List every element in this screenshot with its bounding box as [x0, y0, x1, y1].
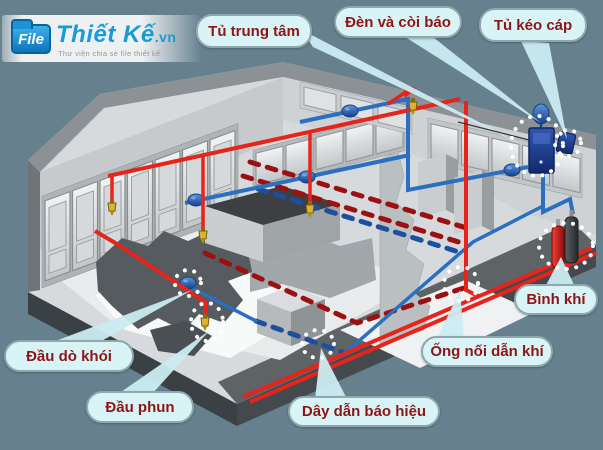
alarm-light-siren	[532, 103, 550, 130]
control-cabinet	[528, 127, 555, 174]
logo-tld-text: .vn	[154, 29, 177, 45]
red-pipe-network	[93, 90, 597, 404]
label-spray-nozzle: Đầu phun	[86, 391, 194, 423]
highlight-circles	[173, 114, 595, 360]
label-gas-cylinder-text: Bình khí	[526, 291, 586, 308]
label-alarm-light-siren-text: Đèn và còi báo	[345, 13, 451, 31]
label-smoke-detector: Đầu dò khói	[4, 340, 134, 372]
label-signal-wire: Dây dẫn báo hiệu	[288, 396, 440, 427]
logo-folder-icon: File	[11, 19, 51, 54]
signal-wires	[188, 159, 545, 356]
label-central-cabinet-text: Tủ trung tâm	[208, 22, 300, 40]
label-cable-pull-cabinet-text: Tủ kéo cáp	[493, 16, 573, 34]
label-smoke-detector-text: Đầu dò khói	[26, 347, 112, 365]
logo-tagline: Thư viện chia sẻ file thiết kế	[58, 49, 161, 58]
label-cable-pull-cabinet: Tủ kéo cáp	[479, 8, 587, 42]
label-signal-wire-text: Dây dẫn báo hiệu	[301, 403, 427, 420]
label-central-cabinet: Tủ trung tâm	[196, 14, 312, 48]
desk	[205, 186, 340, 262]
label-spray-nozzle-text: Đầu phun	[105, 398, 175, 416]
callout-beams	[50, 30, 575, 399]
logo-brand: Thiết Kế.vn	[56, 21, 176, 49]
label-gas-connector-pipe-text: Ống nối dẫn khí	[430, 343, 544, 360]
logo-folder-text: File	[18, 30, 44, 48]
label-gas-cylinder: Bình khí	[514, 284, 598, 315]
label-gas-connector-pipe: Ống nối dẫn khí	[421, 336, 553, 367]
cabinet-row-left	[41, 123, 239, 289]
label-alarm-light-siren: Đèn và còi báo	[334, 6, 462, 38]
cable-pull-box	[555, 131, 577, 155]
pointer-line	[457, 121, 530, 141]
logo-brand-text: Thiết Kế	[56, 21, 155, 48]
